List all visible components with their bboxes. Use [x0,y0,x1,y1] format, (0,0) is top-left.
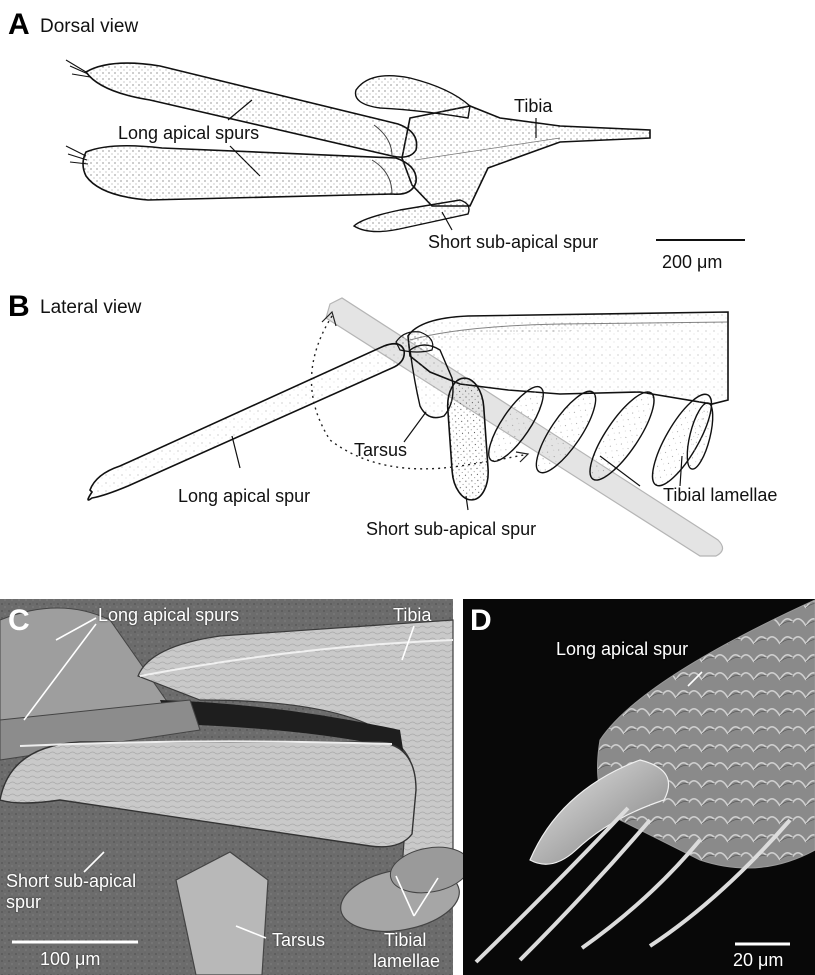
label-tibial-lamellae-c-line2: lamellae [373,952,440,972]
panel-c-letter: C [8,606,30,636]
bristles-upper [66,60,90,77]
label-tarsus-c: Tarsus [272,931,325,951]
label-short-sub-apical-spur-c-line2: spur [6,893,41,913]
panel-a-letter: A [8,10,30,40]
label-short-sub-apical-spur-b: Short sub-apical spur [366,520,536,540]
label-tibial-lamellae-c-line1: Tibial [384,931,426,951]
label-tibia-c: Tibia [393,606,431,626]
label-long-apical-spur-d: Long apical spur [556,640,688,660]
scale-label-a: 200 μm [662,253,722,273]
panel-b-letter: B [8,292,30,322]
panel-a-view-title: Dorsal view [40,17,138,36]
upper-lobe [356,76,471,118]
panel-d-letter: D [470,606,492,636]
label-long-apical-spur-b: Long apical spur [178,487,310,507]
panel-c-sem [0,599,473,975]
scale-label-c: 100 μm [40,950,100,970]
long-apical-spur-lateral [88,344,404,500]
label-tarsus-b: Tarsus [354,441,407,461]
panel-a-drawing [66,60,745,240]
label-long-apical-spurs-c: Long apical spurs [98,606,239,626]
scale-label-d: 20 μm [733,951,783,971]
label-short-sub-apical-spur-c-line1: Short sub-apical [6,872,136,892]
long-apical-spur-lower [83,146,416,200]
panel-b-drawing [88,298,728,556]
panel-b-view-title: Lateral view [40,298,141,317]
label-tibia-a: Tibia [514,97,552,117]
label-short-sub-apical-spur-a: Short sub-apical spur [428,233,598,253]
label-long-apical-spurs-a: Long apical spurs [118,124,259,144]
short-sub-apical-spur-dorsal [354,200,469,232]
label-tibial-lamellae-b: Tibial lamellae [663,486,777,506]
